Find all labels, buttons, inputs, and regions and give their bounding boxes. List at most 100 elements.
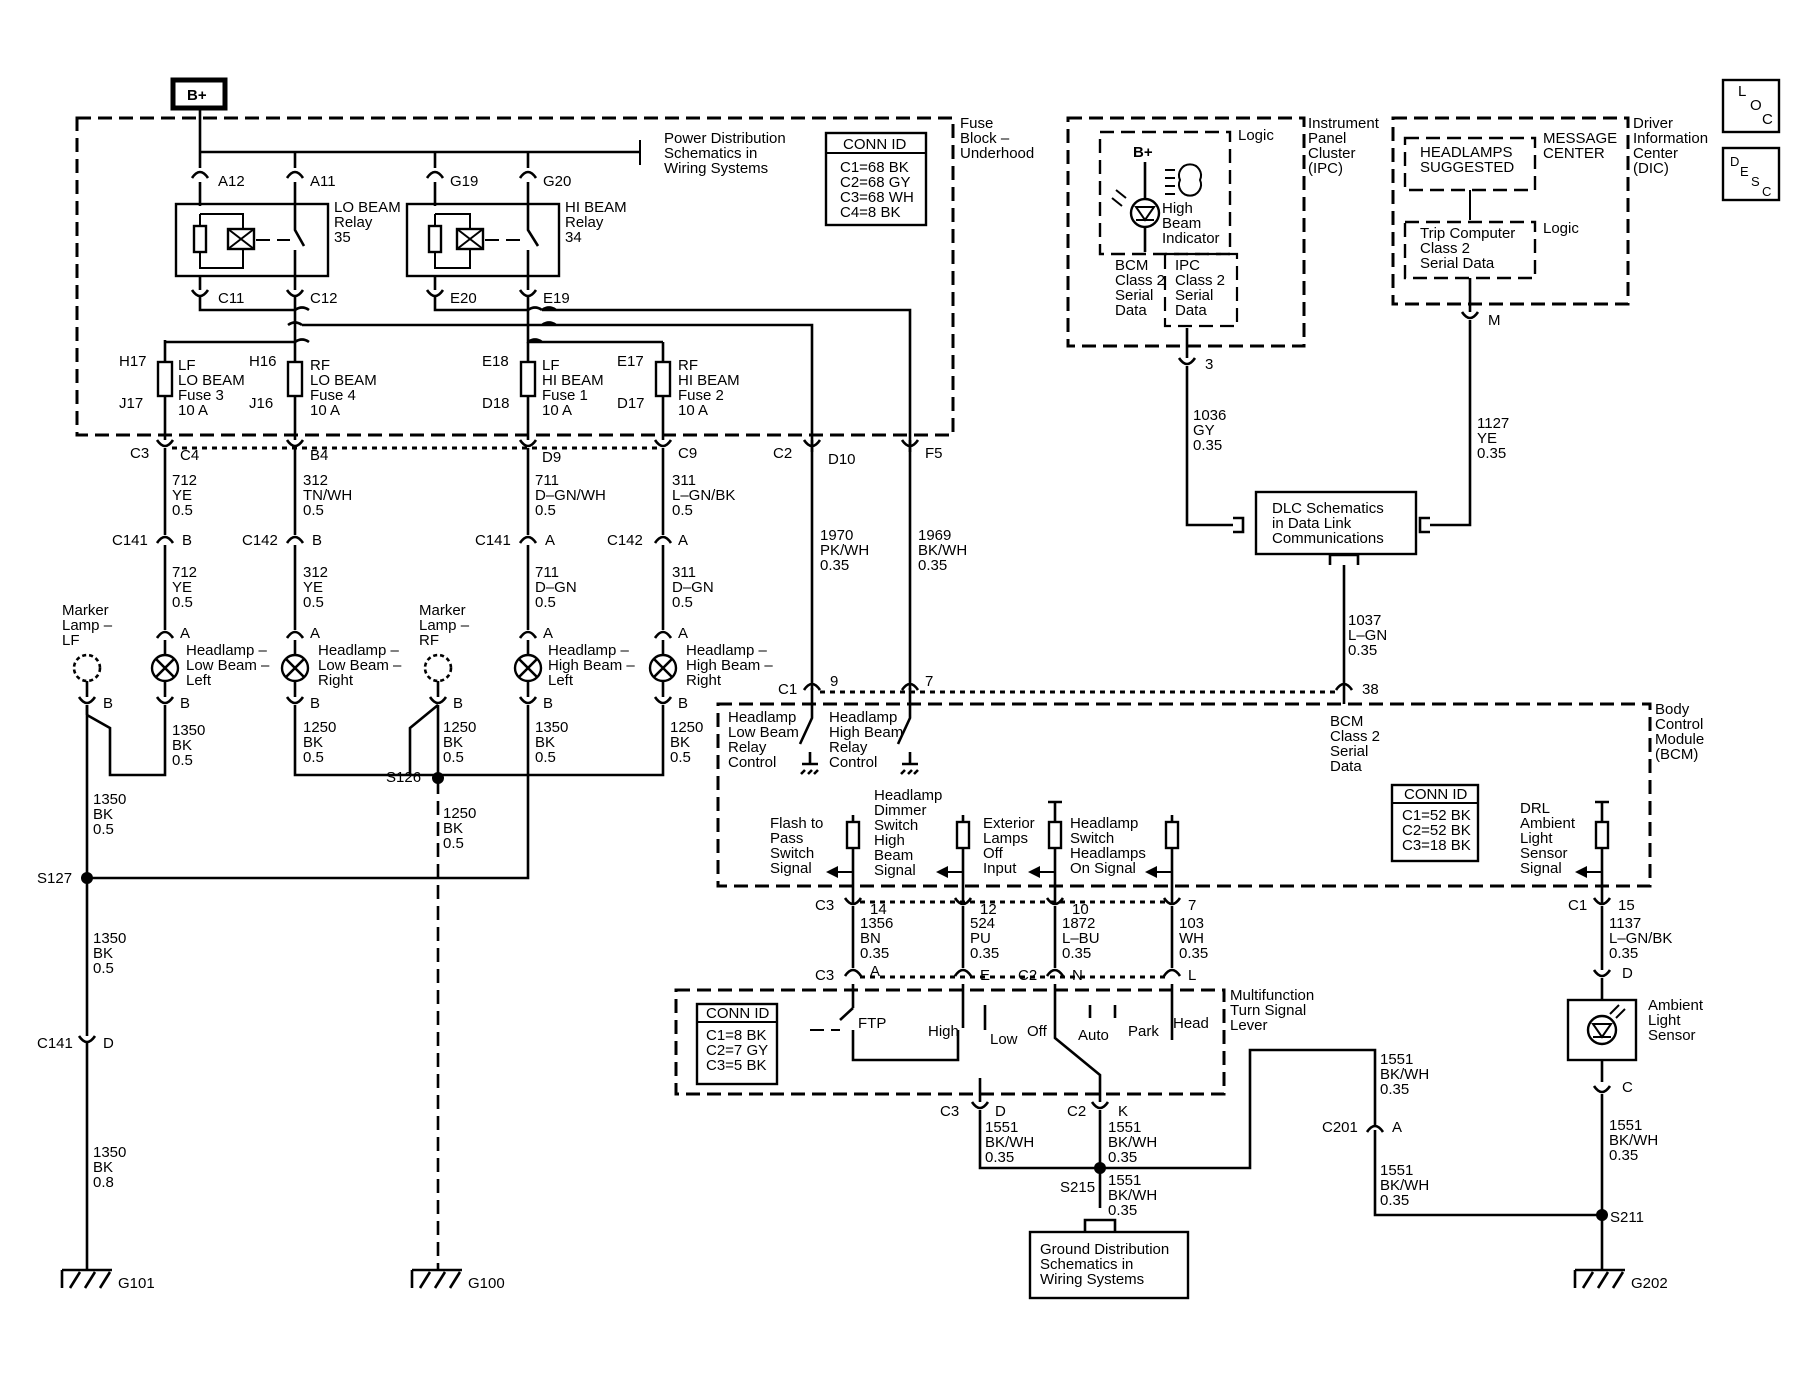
svg-text:Module: Module bbox=[1655, 731, 1704, 748]
svg-text:D: D bbox=[1730, 154, 1739, 169]
desc-button[interactable]: D E S C bbox=[1721, 146, 1781, 202]
svg-text:Headlamp: Headlamp bbox=[829, 709, 897, 726]
svg-text:D–GN: D–GN bbox=[672, 579, 714, 596]
svg-text:3: 3 bbox=[1205, 356, 1213, 373]
svg-text:Logic: Logic bbox=[1238, 127, 1274, 144]
svg-text:L: L bbox=[1188, 967, 1196, 984]
fuse-lf-hi-beam: E18 D18 LF HI BEAM Fuse 1 10 A bbox=[482, 342, 604, 440]
svg-text:HI BEAM: HI BEAM bbox=[565, 199, 627, 216]
svg-text:0.35: 0.35 bbox=[985, 1149, 1014, 1166]
svg-text:G100: G100 bbox=[468, 1275, 505, 1292]
svg-text:1250: 1250 bbox=[443, 805, 476, 822]
svg-text:0.35: 0.35 bbox=[1380, 1192, 1409, 1209]
power-distribution-reference: Power Distribution Schematics in Wiring … bbox=[664, 130, 786, 177]
svg-text:Lamp –: Lamp – bbox=[419, 617, 470, 634]
svg-text:C1=52 BK: C1=52 BK bbox=[1402, 807, 1471, 824]
svg-text:Lever: Lever bbox=[1230, 1017, 1268, 1034]
svg-text:D18: D18 bbox=[482, 395, 510, 412]
relay-bottom-pins: C11 C12 E20 E19 bbox=[190, 276, 570, 307]
svg-text:N: N bbox=[1072, 967, 1083, 984]
headlamps: AB AB AB AB Headlamp –Low Beam –Left Hea… bbox=[150, 625, 773, 712]
svg-text:Low Beam: Low Beam bbox=[728, 724, 799, 741]
svg-text:C2=68 GY: C2=68 GY bbox=[840, 174, 910, 191]
svg-text:C3: C3 bbox=[940, 1103, 959, 1120]
svg-text:O: O bbox=[1750, 97, 1762, 114]
svg-text:TN/WH: TN/WH bbox=[303, 487, 352, 504]
headlamp-bulb-icon-4 bbox=[648, 653, 678, 683]
svg-text:C3=5 BK: C3=5 BK bbox=[706, 1057, 766, 1074]
svg-text:YE: YE bbox=[172, 579, 192, 596]
svg-text:DRL: DRL bbox=[1520, 800, 1550, 817]
svg-text:0.35: 0.35 bbox=[970, 945, 999, 962]
svg-text:D: D bbox=[1622, 965, 1633, 982]
svg-text:C141: C141 bbox=[475, 532, 511, 549]
svg-text:Ambient: Ambient bbox=[1648, 997, 1704, 1014]
svg-text:Right: Right bbox=[318, 672, 354, 689]
svg-text:Class 2: Class 2 bbox=[1115, 272, 1165, 289]
svg-text:C2=52 BK: C2=52 BK bbox=[1402, 822, 1471, 839]
svg-text:Head: Head bbox=[1173, 1015, 1209, 1032]
hi-beam-relay: HI BEAM Relay 34 bbox=[405, 199, 627, 278]
battery-supply: B+ bbox=[170, 77, 228, 111]
svg-text:0.35: 0.35 bbox=[1108, 1149, 1137, 1166]
svg-text:Class 2: Class 2 bbox=[1330, 728, 1380, 745]
svg-text:34: 34 bbox=[565, 229, 582, 246]
svg-text:0.35: 0.35 bbox=[1108, 1202, 1137, 1219]
svg-text:Signal: Signal bbox=[1520, 860, 1562, 877]
loc-button[interactable]: L O C bbox=[1721, 78, 1781, 134]
bcm-top-connectors: C1 9 7 38 bbox=[778, 673, 1379, 704]
svg-text:Light: Light bbox=[1520, 830, 1553, 847]
svg-text:LF: LF bbox=[542, 357, 560, 374]
svg-text:J16: J16 bbox=[249, 395, 273, 412]
svg-text:9: 9 bbox=[830, 673, 838, 690]
svg-text:D17: D17 bbox=[617, 395, 645, 412]
svg-text:BK/WH: BK/WH bbox=[1609, 1132, 1658, 1149]
svg-text:BK: BK bbox=[93, 945, 113, 962]
svg-text:GY: GY bbox=[1193, 422, 1215, 439]
svg-text:38: 38 bbox=[1362, 681, 1379, 698]
svg-text:1250: 1250 bbox=[443, 719, 476, 736]
svg-text:High: High bbox=[1162, 200, 1193, 217]
svg-text:BK/WH: BK/WH bbox=[918, 542, 967, 559]
svg-text:Panel: Panel bbox=[1308, 130, 1346, 147]
svg-text:C2=7 GY: C2=7 GY bbox=[706, 1042, 768, 1059]
svg-text:1350: 1350 bbox=[172, 722, 205, 739]
svg-text:Auto: Auto bbox=[1078, 1027, 1109, 1044]
svg-text:0.8: 0.8 bbox=[93, 1174, 114, 1191]
svg-text:Schematics in: Schematics in bbox=[1040, 1256, 1133, 1273]
svg-text:D9: D9 bbox=[542, 449, 561, 466]
svg-text:IPC: IPC bbox=[1175, 257, 1200, 274]
svg-text:Underhood: Underhood bbox=[960, 145, 1034, 162]
svg-text:1350: 1350 bbox=[93, 930, 126, 947]
svg-text:A: A bbox=[310, 625, 320, 642]
svg-text:Fuse 4: Fuse 4 bbox=[310, 387, 356, 404]
svg-text:SUGGESTED: SUGGESTED bbox=[1420, 159, 1514, 176]
svg-text:C142: C142 bbox=[242, 532, 278, 549]
svg-text:1350: 1350 bbox=[93, 1144, 126, 1161]
svg-text:712: 712 bbox=[172, 564, 197, 581]
svg-text:1137: 1137 bbox=[1609, 915, 1641, 932]
svg-text:Headlamp –: Headlamp – bbox=[186, 642, 268, 659]
svg-text:A: A bbox=[543, 625, 553, 642]
svg-text:Off: Off bbox=[983, 845, 1004, 862]
svg-text:M: M bbox=[1488, 312, 1501, 329]
svg-text:E: E bbox=[1740, 164, 1749, 179]
svg-text:C3=18 BK: C3=18 BK bbox=[1402, 837, 1471, 854]
svg-text:C1: C1 bbox=[778, 681, 797, 698]
svg-text:Light: Light bbox=[1648, 1012, 1681, 1029]
svg-text:1872: 1872 bbox=[1062, 915, 1095, 932]
svg-text:(DIC): (DIC) bbox=[1633, 160, 1669, 177]
svg-text:1250: 1250 bbox=[303, 719, 336, 736]
svg-text:D–GN: D–GN bbox=[535, 579, 577, 596]
ground-g202: G202 bbox=[1573, 1268, 1668, 1292]
svg-text:High Beam –: High Beam – bbox=[548, 657, 635, 674]
